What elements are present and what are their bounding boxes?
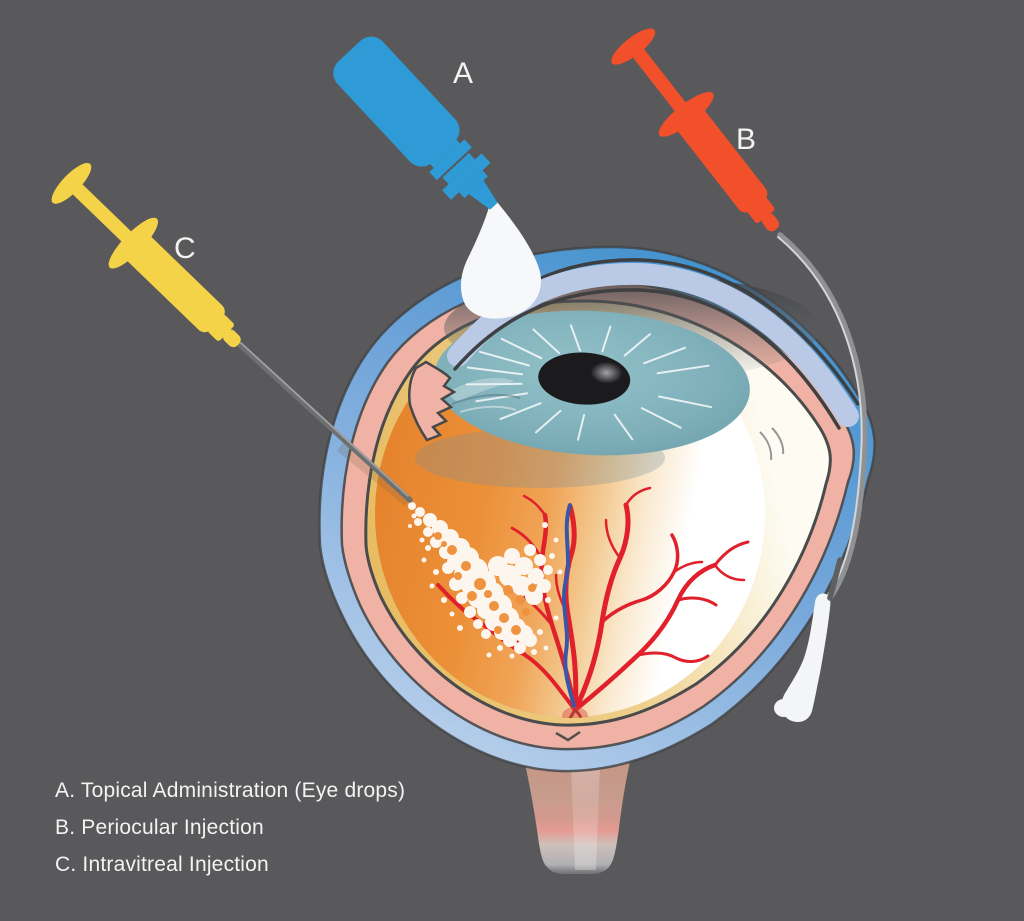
pupil-highlight bbox=[590, 361, 623, 384]
ciliary-body bbox=[408, 360, 457, 442]
legend-item-a: A. Topical Administration (Eye drops) bbox=[55, 779, 405, 802]
periocular-deposit bbox=[774, 593, 831, 723]
label-c: C bbox=[174, 232, 196, 265]
fundus-contents bbox=[408, 428, 750, 718]
lesion-drug-deposit bbox=[408, 502, 563, 659]
needle-c bbox=[237, 342, 413, 506]
droplet bbox=[460, 196, 542, 319]
syringe-b-icon bbox=[611, 28, 780, 232]
legend-item-c: C. Intravitreal Injection bbox=[55, 853, 269, 876]
lesion-holes bbox=[434, 532, 536, 635]
optic-disc bbox=[562, 707, 588, 718]
retinal-vein-blue bbox=[562, 503, 576, 708]
lens-wisps bbox=[448, 378, 785, 461]
iris bbox=[434, 310, 750, 456]
label-b: B bbox=[736, 123, 757, 156]
retina-notch bbox=[555, 730, 581, 742]
legend: A. Topical Administration (Eye drops) B.… bbox=[55, 779, 405, 876]
eyedrop-bottle-icon bbox=[333, 36, 498, 210]
syringe-c-icon bbox=[51, 162, 241, 348]
legend-item-b: B. Periocular Injection bbox=[55, 816, 264, 839]
label-a: A bbox=[453, 57, 474, 90]
iris-radial-lines bbox=[465, 324, 713, 441]
needle-b bbox=[777, 232, 868, 601]
